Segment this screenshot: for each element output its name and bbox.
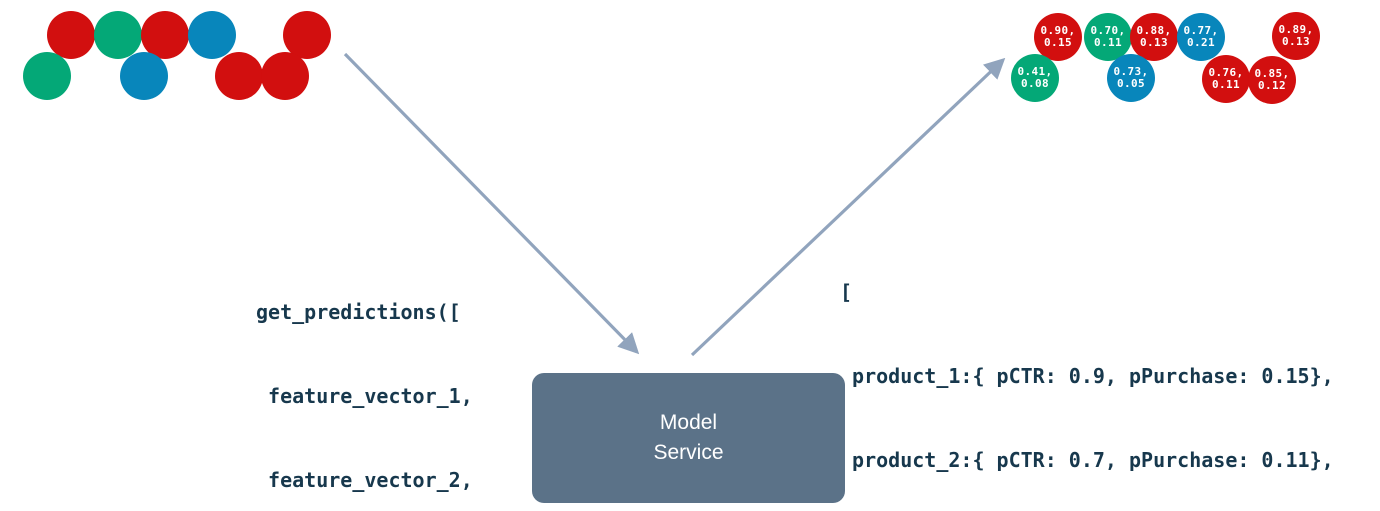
prediction-circle-red: 0.85,0.12 xyxy=(1248,56,1296,104)
prediction-value: 0.90, xyxy=(1040,23,1076,37)
prediction-circle-red: 0.89,0.13 xyxy=(1272,12,1320,60)
prediction-value: 0.08 xyxy=(1020,77,1050,90)
request-code-line: feature_vector_2, xyxy=(256,468,473,492)
prediction-circle-blue: 0.73,0.05 xyxy=(1107,54,1155,102)
request-code-line: get_predictions([ xyxy=(256,300,461,324)
response-code: [ product_1:{ pCTR: 0.9, pPurchase: 0.15… xyxy=(840,222,1334,511)
model-service-label-line1: Model xyxy=(659,411,718,434)
feature-circle-red xyxy=(261,52,309,100)
prediction-value: 0.85, xyxy=(1254,66,1290,80)
prediction-value: 0.21 xyxy=(1186,36,1216,49)
prediction-value: 0.70, xyxy=(1090,23,1126,37)
prediction-value: 0.11 xyxy=(1211,78,1241,91)
feature-circle-red xyxy=(283,11,331,59)
prediction-value: 0.15 xyxy=(1043,36,1073,49)
feature-circle-blue xyxy=(120,52,168,100)
prediction-value: 0.77, xyxy=(1183,23,1219,37)
prediction-value: 0.13 xyxy=(1139,36,1169,49)
prediction-value: 0.73, xyxy=(1113,64,1149,78)
prediction-value: 0.76, xyxy=(1208,65,1244,79)
response-code-line: product_2:{ pCTR: 0.7, pPurchase: 0.11}, xyxy=(840,448,1334,472)
response-code-line: [ xyxy=(840,280,853,304)
prediction-circle-green: 0.70,0.11 xyxy=(1084,13,1132,61)
model-service-box: Model Service xyxy=(532,373,845,503)
prediction-value: 0.11 xyxy=(1093,36,1123,49)
response-arrow xyxy=(690,57,1006,357)
feature-circle-red xyxy=(141,11,189,59)
prediction-value: 0.41, xyxy=(1017,64,1053,78)
prediction-value: 0.88, xyxy=(1136,23,1172,37)
feature-circle-blue xyxy=(188,11,236,59)
feature-circle-red xyxy=(215,52,263,100)
prediction-circle-green: 0.41,0.08 xyxy=(1011,54,1059,102)
prediction-circle-red: 0.88,0.13 xyxy=(1130,13,1178,61)
feature-circle-green xyxy=(94,11,142,59)
prediction-circle-red: 0.90,0.15 xyxy=(1034,13,1082,61)
feature-circle-green xyxy=(23,52,71,100)
model-service-label-line2: Service xyxy=(653,441,724,464)
request-arrow xyxy=(343,52,640,355)
feature-circle-red xyxy=(47,11,95,59)
response-code-line: product_1:{ pCTR: 0.9, pPurchase: 0.15}, xyxy=(840,364,1334,388)
prediction-value: 0.89, xyxy=(1278,22,1314,36)
request-code: get_predictions([ feature_vector_1, feat… xyxy=(256,242,473,511)
prediction-circle-red: 0.76,0.11 xyxy=(1202,55,1250,103)
prediction-value: 0.05 xyxy=(1116,77,1146,90)
prediction-value: 0.12 xyxy=(1257,79,1287,92)
prediction-circle-blue: 0.77,0.21 xyxy=(1177,13,1225,61)
prediction-value: 0.13 xyxy=(1281,35,1311,48)
request-code-line: feature_vector_1, xyxy=(256,384,473,408)
